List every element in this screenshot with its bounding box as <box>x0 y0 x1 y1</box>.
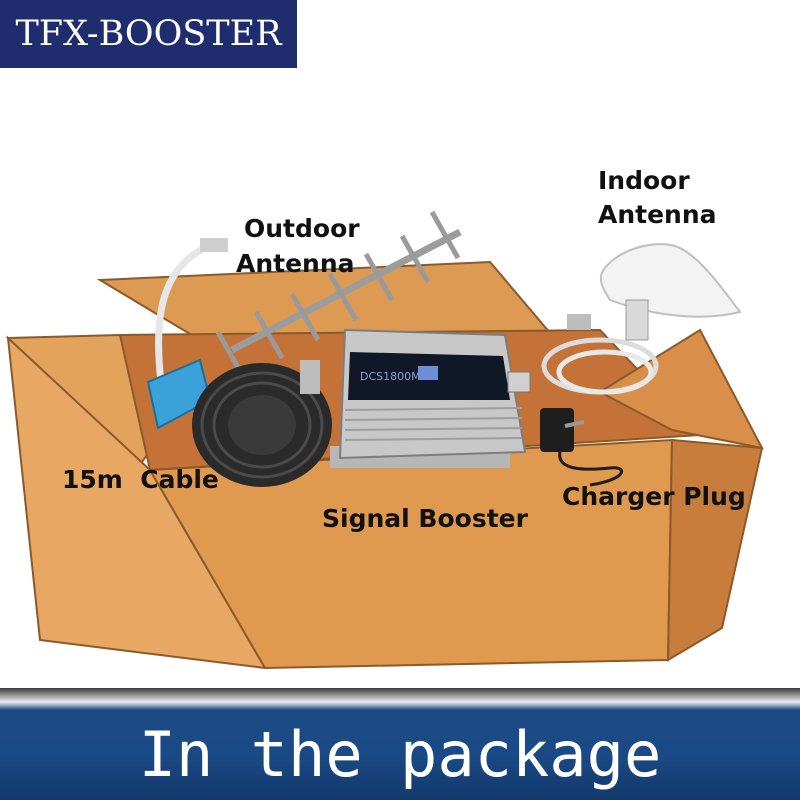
label-outdoor-antenna-line1: Outdoor <box>244 214 360 243</box>
booster-display-text: DCS1800MHz <box>360 370 435 383</box>
label-outdoor-antenna-line2: Antenna <box>236 249 355 278</box>
charger-plug <box>540 408 623 487</box>
footer-caption: In the package <box>138 718 662 791</box>
brand-logo: TFX-BOOSTER <box>0 0 297 68</box>
label-signal-booster: Signal Booster <box>322 504 528 533</box>
label-cable: 15m Cable <box>62 465 219 494</box>
indoor-antenna <box>541 243 742 395</box>
cable-coil <box>192 360 332 487</box>
label-indoor-antenna-line2: Antenna <box>598 200 717 229</box>
footer-banner: In the package <box>0 688 800 800</box>
label-indoor-antenna-line1: Indoor <box>598 166 690 195</box>
label-charger-plug: Charger Plug <box>562 482 746 511</box>
signal-booster-device: DCS1800MHz <box>330 328 531 468</box>
package-scene: DCS1800MHz <box>5 210 764 670</box>
